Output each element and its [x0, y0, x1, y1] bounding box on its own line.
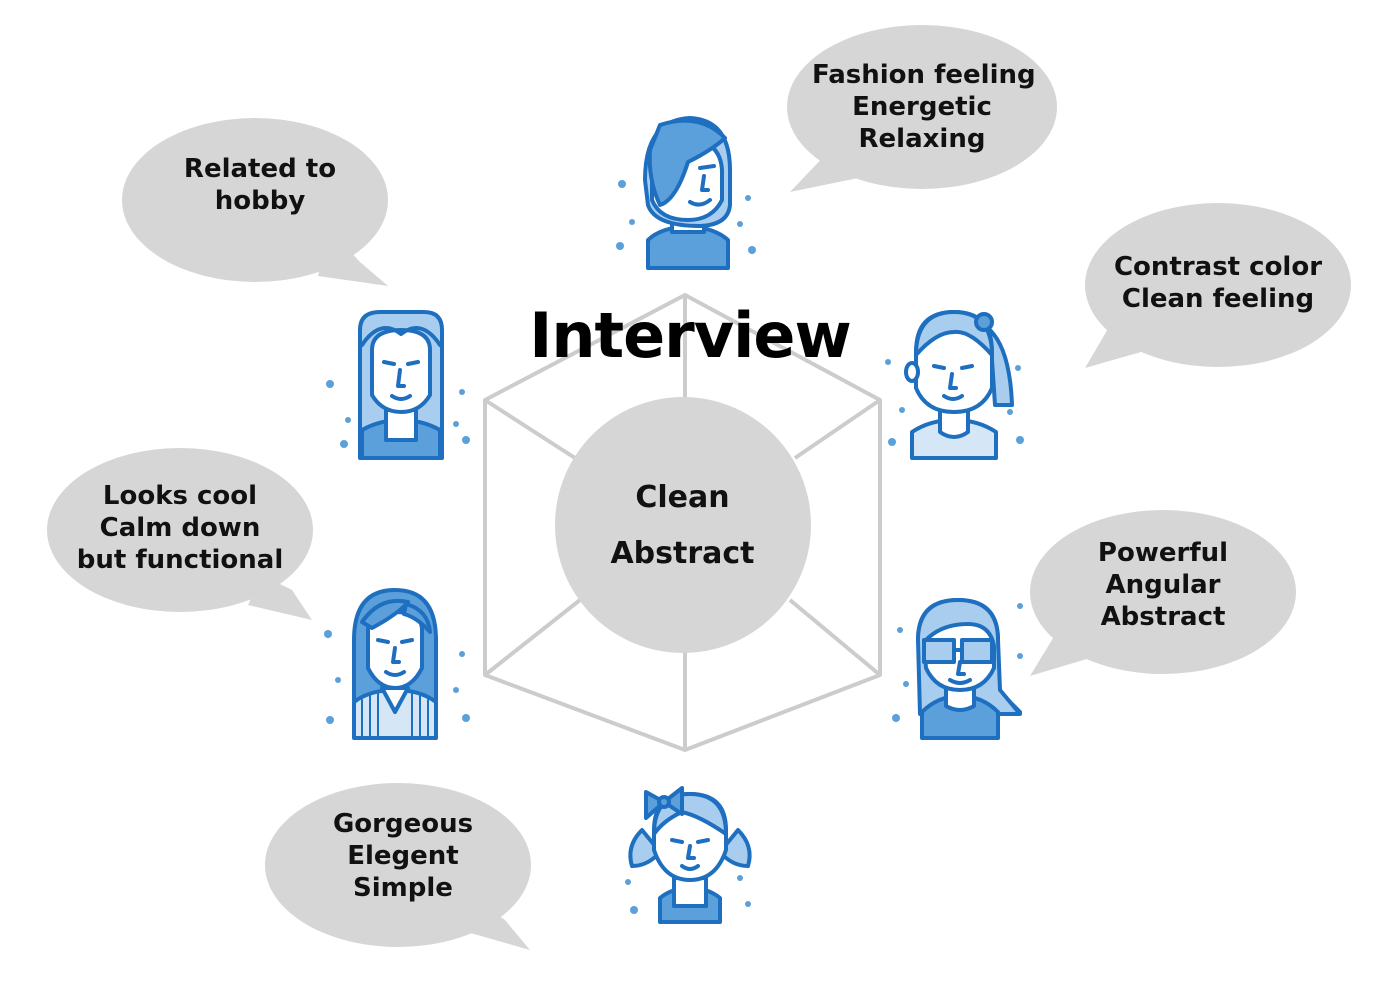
center-label-line-2: Abstract [610, 536, 755, 571]
bubble-line: Angular [1105, 570, 1221, 600]
woman-ponytail-icon [885, 310, 1024, 460]
bubble-text-upper-right: Contrast color Clean feeling [1103, 251, 1333, 315]
speech-bubble-upper-left [122, 118, 388, 286]
girl-pigtails-bow-icon [625, 786, 752, 924]
woman-long-hair-icon [326, 310, 470, 460]
bubble-line: Abstract [1100, 602, 1226, 632]
speech-bubble-middle-left [47, 448, 313, 620]
bubble-line: Contrast color [1113, 252, 1323, 282]
bubble-line: Relaxing [858, 124, 986, 154]
woman-side-fringe-icon [616, 116, 756, 270]
bubble-text-upper-left: Related to hobby [155, 153, 365, 217]
cube-wireframe [483, 293, 882, 752]
bubble-line: but functional [76, 545, 284, 575]
bubble-line: Gorgeous [332, 809, 474, 839]
center-circle [555, 397, 811, 653]
speech-bubble-middle-right [1030, 510, 1296, 676]
bubble-line: Simple [353, 873, 453, 903]
bubble-line: Calm down [99, 513, 261, 543]
speech-bubble-top [787, 25, 1057, 192]
diagram-title: Interview [529, 299, 851, 372]
bubble-text-middle-right: Powerful Angular Abstract [1063, 537, 1263, 633]
woman-striped-shirt-icon [324, 588, 470, 740]
bubble-line: Powerful [1097, 538, 1229, 568]
woman-glasses-icon [892, 598, 1023, 740]
bubble-line: Elegent [347, 841, 459, 871]
bubble-line: hobby [214, 186, 306, 216]
bubble-line: Energetic [852, 92, 992, 122]
bubble-line: Fashion feeling [812, 60, 1036, 90]
bubble-line: Looks cool [102, 481, 258, 511]
bubble-line: Related to [183, 154, 337, 184]
speech-bubble-upper-right [1085, 203, 1351, 368]
center-label-line-1: Clean [635, 480, 730, 515]
bubble-text-top: Fashion feeling Energetic Relaxing [812, 59, 1036, 155]
bubble-line: Clean feeling [1121, 284, 1315, 314]
bubble-text-bottom-left: Gorgeous Elegent Simple [298, 808, 508, 904]
speech-bubble-bottom-left [265, 783, 531, 950]
bubble-text-middle-left: Looks cool Calm down but functional [60, 480, 300, 576]
center-label: Clean Abstract [560, 470, 805, 582]
